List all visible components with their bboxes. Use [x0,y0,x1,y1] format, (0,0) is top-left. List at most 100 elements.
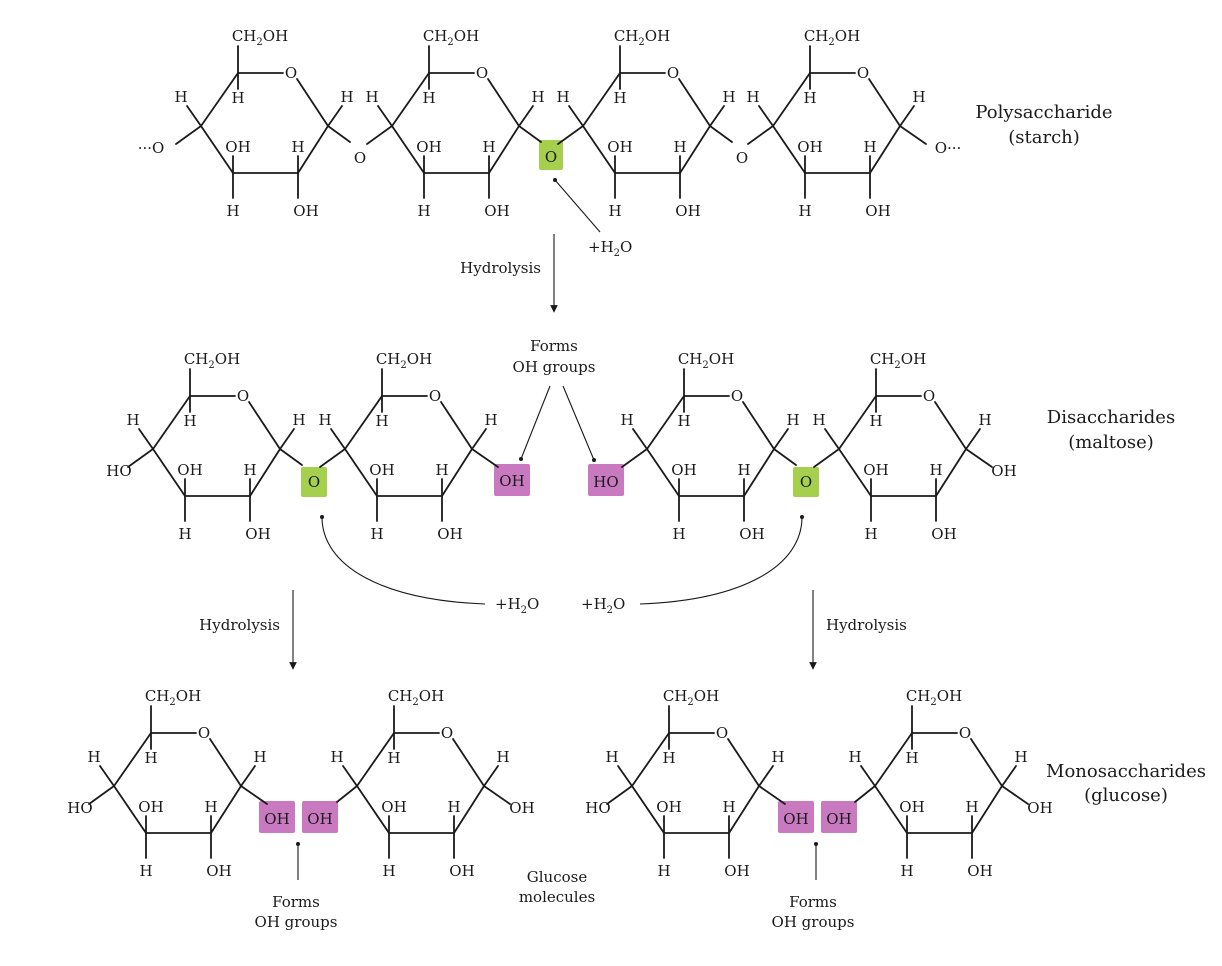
h-atom: H [863,138,876,156]
h-atom: H [746,88,759,106]
oh-bond [88,785,115,805]
h-atom: H [174,88,187,106]
h-atom: H [482,138,495,156]
ch2oh-label: CH2OH [388,687,444,708]
h-atom: H [144,749,157,767]
glycosidic-oxygen-highlight [539,140,563,170]
ring-oxygen: O [857,64,869,82]
oh-group: OH [656,798,681,816]
h-bond [240,765,256,787]
glycosidic-bond [709,125,733,143]
maltose-label: (maltose) [1068,432,1154,453]
polysaccharide-label: Polysaccharide [975,102,1112,123]
oh-group: OH [206,862,231,880]
ring-bond [582,72,621,127]
h-bond [758,765,774,787]
glycosidic-bond [279,448,303,466]
new-oh-group: OH [264,810,289,828]
h-atom: H [869,412,882,430]
h-atom: H [226,202,239,220]
h-atom: H [771,748,784,766]
oh-bond [1001,785,1029,805]
ring-bond [838,448,872,497]
h-bond [758,105,774,127]
new-oh-group: OH [783,810,808,828]
oh-group: OH [225,138,250,156]
h-bond [327,105,343,127]
oh-bond [336,785,358,803]
glycosidic-oxygen: O [800,473,812,491]
highlight-layer [259,140,857,833]
h-atom: H [722,798,735,816]
water-curve-right [639,516,803,605]
water-leader-top [554,179,601,233]
ring-oxygen: O [923,387,935,405]
chain-end-left: ···O [138,139,165,157]
oh-group: OH [509,799,534,817]
oh-group: OH [724,862,749,880]
h-atom: H [126,411,139,429]
h-atom: H [330,748,343,766]
hydroxyl-highlight [494,464,530,496]
ring-bond [679,125,711,174]
glycosidic-oxygen: O [354,149,366,167]
forms-caption-right: Forms [789,893,837,911]
ring-bond [934,401,967,450]
h-bond [330,428,346,450]
oh-group: OH [739,525,764,543]
glycosidic-oxygen-highlight [793,467,819,497]
glucose-molecules-caption: Glucose [527,868,588,886]
h-atom: H [620,411,633,429]
h-atom: H [605,748,618,766]
ch2oh-label: CH2OH [804,27,860,48]
ring-bond [344,448,378,497]
h-atom: H [370,525,383,543]
ring-bond [113,785,147,834]
ring-oxygen: O [667,64,679,82]
water-leader-top-dot [553,178,557,182]
ring-bond [772,72,811,127]
oh-bond [606,785,633,805]
oh-group: OH [416,138,441,156]
ring-bond [391,72,430,127]
h-atom: H [864,525,877,543]
ho-group: HO [106,462,131,480]
ho-group: HO [67,799,92,817]
forms-caption-top: Forms [530,337,578,355]
oh-bond [854,785,876,803]
h-atom: H [798,202,811,220]
h-bond [138,428,154,450]
oh-group: OH [369,461,394,479]
ring-bond [582,125,616,174]
ring-bond [440,401,473,450]
h-atom: H [422,89,435,107]
forms-leader-bottom-right-dot [814,842,818,846]
oh-group: OH [797,138,822,156]
starch-label: (starch) [1008,127,1080,148]
forms-leader-right-dot [592,458,596,462]
ring-bond [728,785,760,834]
water-curve-right-dot [800,515,804,519]
ring-bond [391,125,425,174]
oh-group: OH [865,202,890,220]
h-atom: H [253,748,266,766]
hydroxyl-highlight [821,801,857,833]
ring-bond [869,125,901,174]
h-bond [965,428,981,450]
h-atom: H [900,862,913,880]
hydroxyl-highlight [302,801,338,833]
monosaccharides-label: Monosaccharides [1046,761,1206,782]
ring-bond [248,401,281,450]
ring-bond [874,732,913,787]
h-atom: H [929,461,942,479]
ch2oh-label: CH2OH [423,27,479,48]
forms-leader-left [520,385,551,460]
hydroxyl-highlight [588,464,624,496]
ring-oxygen: O [237,387,249,405]
new-oh-group: OH [826,810,851,828]
new-oh-group: OH [307,810,332,828]
h-atom: H [340,88,353,106]
glucose-molecules-caption-2: molecules [519,888,595,906]
oh-group: OH [245,525,270,543]
oh-bond [471,448,499,468]
